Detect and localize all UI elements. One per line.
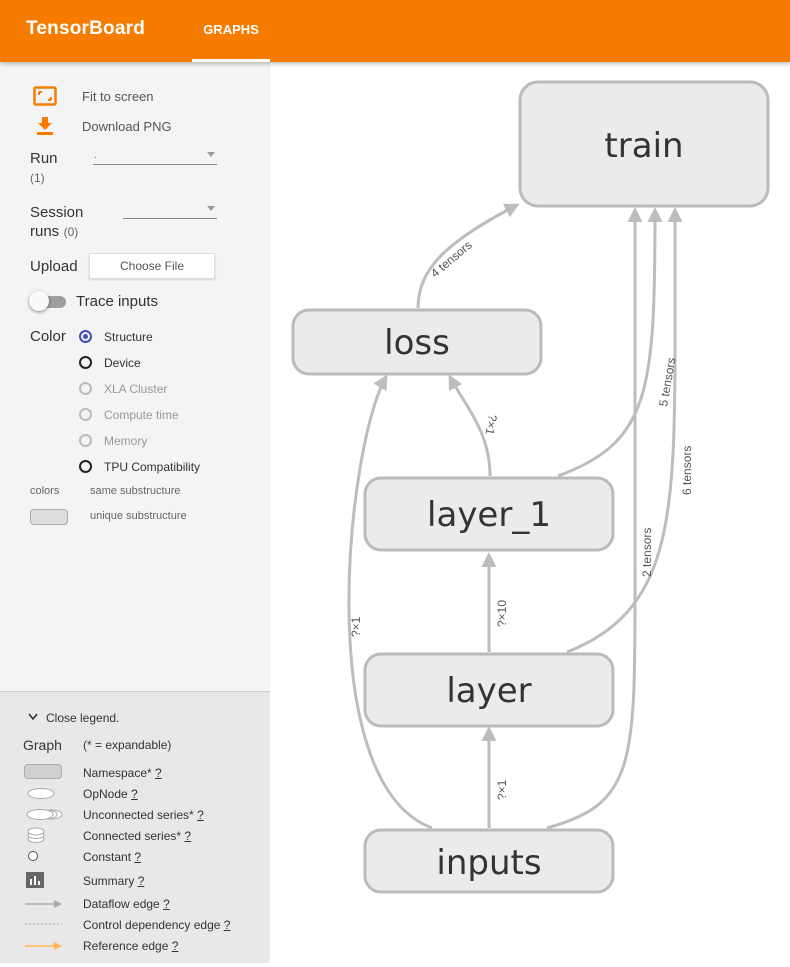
color-radio-xla-cluster[interactable] bbox=[79, 382, 92, 395]
sidebar: Fit to screen Download PNG Run (1) . Ses… bbox=[0, 62, 270, 691]
edge-label-layer-train: 6 tensors bbox=[680, 446, 694, 495]
legend-expandable-note: (* = expandable) bbox=[83, 738, 172, 752]
node-layer[interactable] bbox=[363, 652, 615, 728]
fit-to-screen-button[interactable]: Fit to screen bbox=[82, 89, 154, 104]
color-option-device[interactable]: Device bbox=[104, 356, 141, 370]
run-select-value: . bbox=[94, 150, 97, 161]
edge-label-inputs-train: 2 tensors bbox=[640, 528, 654, 577]
edge-label-layer-layer1: ?×10 bbox=[495, 600, 509, 627]
constant-icon bbox=[28, 851, 38, 861]
chevron-down-icon bbox=[207, 152, 215, 157]
session-runs-select[interactable] bbox=[123, 204, 217, 219]
download-png-button[interactable]: Download PNG bbox=[82, 119, 172, 134]
legend-item-dataflow-edge: Dataflow edge ? bbox=[83, 897, 170, 911]
reference-edge-icon bbox=[25, 942, 62, 950]
run-label: Run bbox=[30, 150, 58, 167]
edge-inputs-loss[interactable] bbox=[347, 374, 433, 830]
help-link[interactable]: ? bbox=[163, 897, 170, 911]
edge-loss-train[interactable] bbox=[416, 203, 520, 309]
node-label-inputs: inputs bbox=[436, 843, 541, 883]
unique-substructure-swatch bbox=[30, 509, 68, 525]
help-link[interactable]: ? bbox=[155, 766, 162, 780]
graph-svg[interactable]: 4 tensors ?×1 ?×10 ?×1 ?×1 2 tensors 5 t… bbox=[270, 62, 790, 962]
edge-layer-train[interactable] bbox=[566, 207, 683, 654]
legend-item-opnode: OpNode ? bbox=[83, 787, 138, 801]
run-count: (1) bbox=[30, 171, 45, 185]
upload-label: Upload bbox=[30, 258, 78, 275]
help-link[interactable]: ? bbox=[184, 829, 192, 843]
unconnected-series-icon bbox=[26, 809, 63, 820]
color-option-xla-cluster[interactable]: XLA Cluster bbox=[104, 382, 168, 396]
edge-inputs-train[interactable] bbox=[546, 207, 643, 830]
graph-canvas[interactable]: 4 tensors ?×1 ?×10 ?×1 ?×1 2 tensors 5 t… bbox=[270, 62, 790, 962]
tab-graphs[interactable]: GRAPHS bbox=[203, 22, 259, 37]
help-link[interactable]: ? bbox=[223, 918, 231, 932]
session-runs-label-2: runs bbox=[30, 223, 60, 240]
color-radio-device[interactable] bbox=[79, 356, 92, 369]
color-option-compute-time[interactable]: Compute time bbox=[104, 408, 179, 422]
chevron-down-icon bbox=[207, 206, 215, 211]
unique-substructure-label: unique substructure bbox=[90, 510, 187, 522]
help-link[interactable]: ? bbox=[197, 808, 204, 822]
help-link[interactable]: ? bbox=[171, 939, 179, 953]
summary-icon bbox=[26, 872, 44, 888]
session-runs-count: (0) bbox=[63, 225, 79, 239]
app-title: TensorBoard bbox=[26, 18, 146, 39]
node-loss[interactable] bbox=[291, 308, 543, 376]
fit-to-screen-icon[interactable] bbox=[33, 86, 57, 106]
download-icon[interactable] bbox=[36, 116, 54, 136]
edge-label-layer1-loss: ?×1 bbox=[482, 413, 499, 436]
legend-item-summary: Summary ? bbox=[83, 874, 145, 888]
legend-item-reference-edge: Reference edge ? bbox=[83, 939, 179, 953]
edge-layer1-loss[interactable] bbox=[448, 374, 492, 477]
control-dependency-edge-icon bbox=[25, 923, 62, 925]
color-option-memory[interactable]: Memory bbox=[104, 434, 148, 448]
node-label-layer: layer bbox=[446, 671, 531, 711]
help-link[interactable]: ? bbox=[137, 874, 145, 888]
opnode-icon bbox=[27, 788, 55, 799]
colors-label: colors bbox=[30, 485, 60, 497]
trace-inputs-label: Trace inputs bbox=[76, 293, 158, 310]
close-legend-button[interactable]: Close legend. bbox=[46, 711, 120, 725]
help-link[interactable]: ? bbox=[134, 850, 142, 864]
edge-layer1-train[interactable] bbox=[557, 207, 663, 478]
node-label-loss: loss bbox=[384, 323, 450, 363]
edge-label-inputs-loss: ?×1 bbox=[349, 616, 363, 637]
node-train[interactable] bbox=[518, 80, 770, 208]
help-link[interactable]: ? bbox=[131, 787, 138, 801]
node-label-train: train bbox=[604, 126, 683, 166]
session-runs-label-row: runs (0) bbox=[30, 223, 78, 241]
color-radio-structure[interactable] bbox=[79, 330, 92, 343]
session-runs-label-1: Session bbox=[30, 204, 84, 221]
edge-label-inputs-layer: ?×1 bbox=[495, 779, 509, 800]
namespace-icon bbox=[24, 764, 62, 779]
color-radio-memory[interactable] bbox=[79, 434, 92, 447]
legend-item-control-dependency-edge: Control dependency edge ? bbox=[83, 918, 231, 932]
legend-item-namespace: Namespace* ? bbox=[83, 766, 162, 780]
color-label: Color bbox=[30, 328, 66, 345]
legend-item-constant: Constant ? bbox=[83, 850, 142, 864]
same-substructure-label: same substructure bbox=[90, 485, 181, 497]
dataflow-edge-icon bbox=[25, 900, 62, 908]
color-radio-tpu[interactable] bbox=[79, 460, 92, 473]
connected-series-icon bbox=[27, 827, 45, 843]
edge-label-loss-train: 4 tensors bbox=[428, 238, 475, 280]
legend-item-unconnected-series: Unconnected series* ? bbox=[83, 808, 204, 822]
run-select[interactable]: . bbox=[93, 150, 217, 165]
color-option-tpu[interactable]: TPU Compatibility bbox=[104, 460, 201, 474]
chevron-down-icon[interactable] bbox=[28, 713, 38, 721]
legend-item-connected-series: Connected series* ? bbox=[83, 829, 192, 843]
legend-panel: Close legend. Graph (* = expandable) Nam… bbox=[0, 691, 270, 963]
top-bar: TensorBoard GRAPHS bbox=[0, 0, 790, 62]
choose-file-button[interactable]: Choose File bbox=[89, 253, 215, 279]
node-label-layer-1: layer_1 bbox=[427, 495, 551, 535]
node-layer-1[interactable] bbox=[363, 476, 615, 552]
trace-inputs-toggle[interactable] bbox=[29, 291, 49, 311]
color-option-structure[interactable]: Structure bbox=[104, 330, 153, 344]
legend-graph-title: Graph bbox=[23, 737, 62, 753]
color-radio-compute-time[interactable] bbox=[79, 408, 92, 421]
node-inputs[interactable] bbox=[363, 828, 615, 894]
tab-active-indicator bbox=[192, 59, 270, 62]
